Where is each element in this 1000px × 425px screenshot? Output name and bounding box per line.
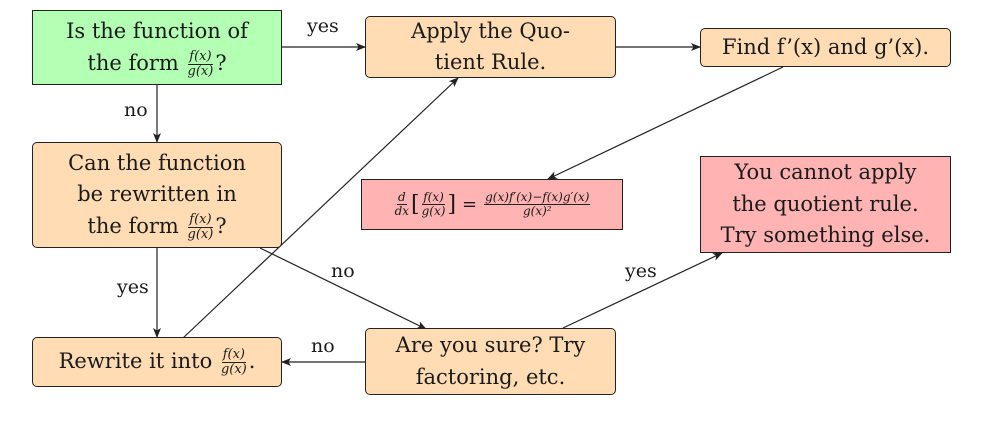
node-apply-quotient-rule: Apply the Quo- tient Rule. — [365, 16, 616, 78]
node-rewrite-question-suffix: ? — [215, 213, 227, 238]
node-are-you-sure: Are you sure? Try factoring, etc. — [365, 328, 616, 395]
node-apply-line2: tient Rule. — [434, 50, 547, 74]
node-start-prefix: the form — [87, 50, 179, 75]
formula-left-bracket: [ — [411, 192, 420, 217]
edge-label-rewrite-question-sure: no — [331, 260, 355, 282]
fraction-f-over-g: f(x) g(x) — [187, 50, 215, 78]
node-rewrite-question-line1: Can the function — [68, 150, 246, 175]
node-rewrite-suffix: . — [248, 349, 256, 374]
fraction-f-over-g: f(x) g(x) — [187, 213, 215, 241]
node-find-text: Find f’(x) and g’(x). — [721, 34, 930, 59]
fraction-f-over-g: f(x) g(x) — [421, 190, 446, 218]
fraction-numerator: f(x) — [221, 346, 246, 363]
node-rewrite: Rewrite it into f(x) g(x) . — [32, 337, 282, 387]
node-cannot-line3: Try something else. — [720, 223, 931, 248]
fraction-denominator: g(x) — [220, 361, 247, 377]
edge-label-sure-rewrite: no — [311, 335, 335, 357]
fraction-derivative-result: g(x)f′(x)−f(x)g′(x) g(x)² — [484, 190, 591, 218]
edge-label-start-apply: yes — [307, 15, 339, 37]
fraction-d-dx: d dx — [394, 190, 410, 218]
node-sure-line2: factoring, etc. — [415, 364, 566, 389]
node-sure-line1: Are you sure? Try — [395, 333, 586, 357]
fraction-denominator: g(x) — [187, 226, 214, 242]
node-rewrite-question-prefix: the form — [87, 213, 179, 238]
edge-label-start-rewrite-question: no — [124, 99, 148, 121]
node-find-derivatives: Find f’(x) and g’(x). — [700, 28, 951, 67]
node-start-suffix: ? — [215, 50, 227, 75]
fraction-denominator: g(x) — [187, 63, 214, 79]
node-start: Is the function of the form f(x) g(x) ? — [32, 10, 282, 85]
edge-label-sure-cannot: yes — [625, 260, 657, 282]
edge-label-rewrite-question-rewrite: yes — [117, 276, 149, 298]
fraction-numerator: f(x) — [188, 48, 213, 65]
formula-right-bracket: ] — [447, 192, 457, 217]
node-rewrite-prefix: Rewrite it into — [58, 349, 213, 374]
node-cannot-line1: You cannot apply — [734, 160, 917, 185]
formula-equals: = — [462, 194, 478, 215]
node-rewrite-question-line2: be rewritten in — [77, 182, 237, 207]
edge-rewrite-question-to-sure — [259, 247, 427, 330]
node-start-line1: Is the function of — [66, 19, 248, 43]
node-quotient-rule-formula: d dx [ f(x) g(x) ]= g(x)f′(x)−f(x)g′(x) … — [361, 179, 623, 230]
node-rewrite-question: Can the function be rewritten in the for… — [32, 142, 282, 248]
fraction-f-over-g: f(x) g(x) — [220, 348, 248, 376]
edge-sure-to-cannot — [562, 252, 723, 329]
edge-find-to-formula — [547, 66, 784, 180]
node-apply-line1: Apply the Quo- — [411, 18, 570, 43]
fraction-numerator: f(x) — [188, 212, 213, 228]
edge-rewrite-to-apply — [182, 77, 459, 339]
node-cannot-apply: You cannot apply the quotient rule. Try … — [700, 156, 951, 253]
node-cannot-line2: the quotient rule. — [732, 191, 919, 216]
